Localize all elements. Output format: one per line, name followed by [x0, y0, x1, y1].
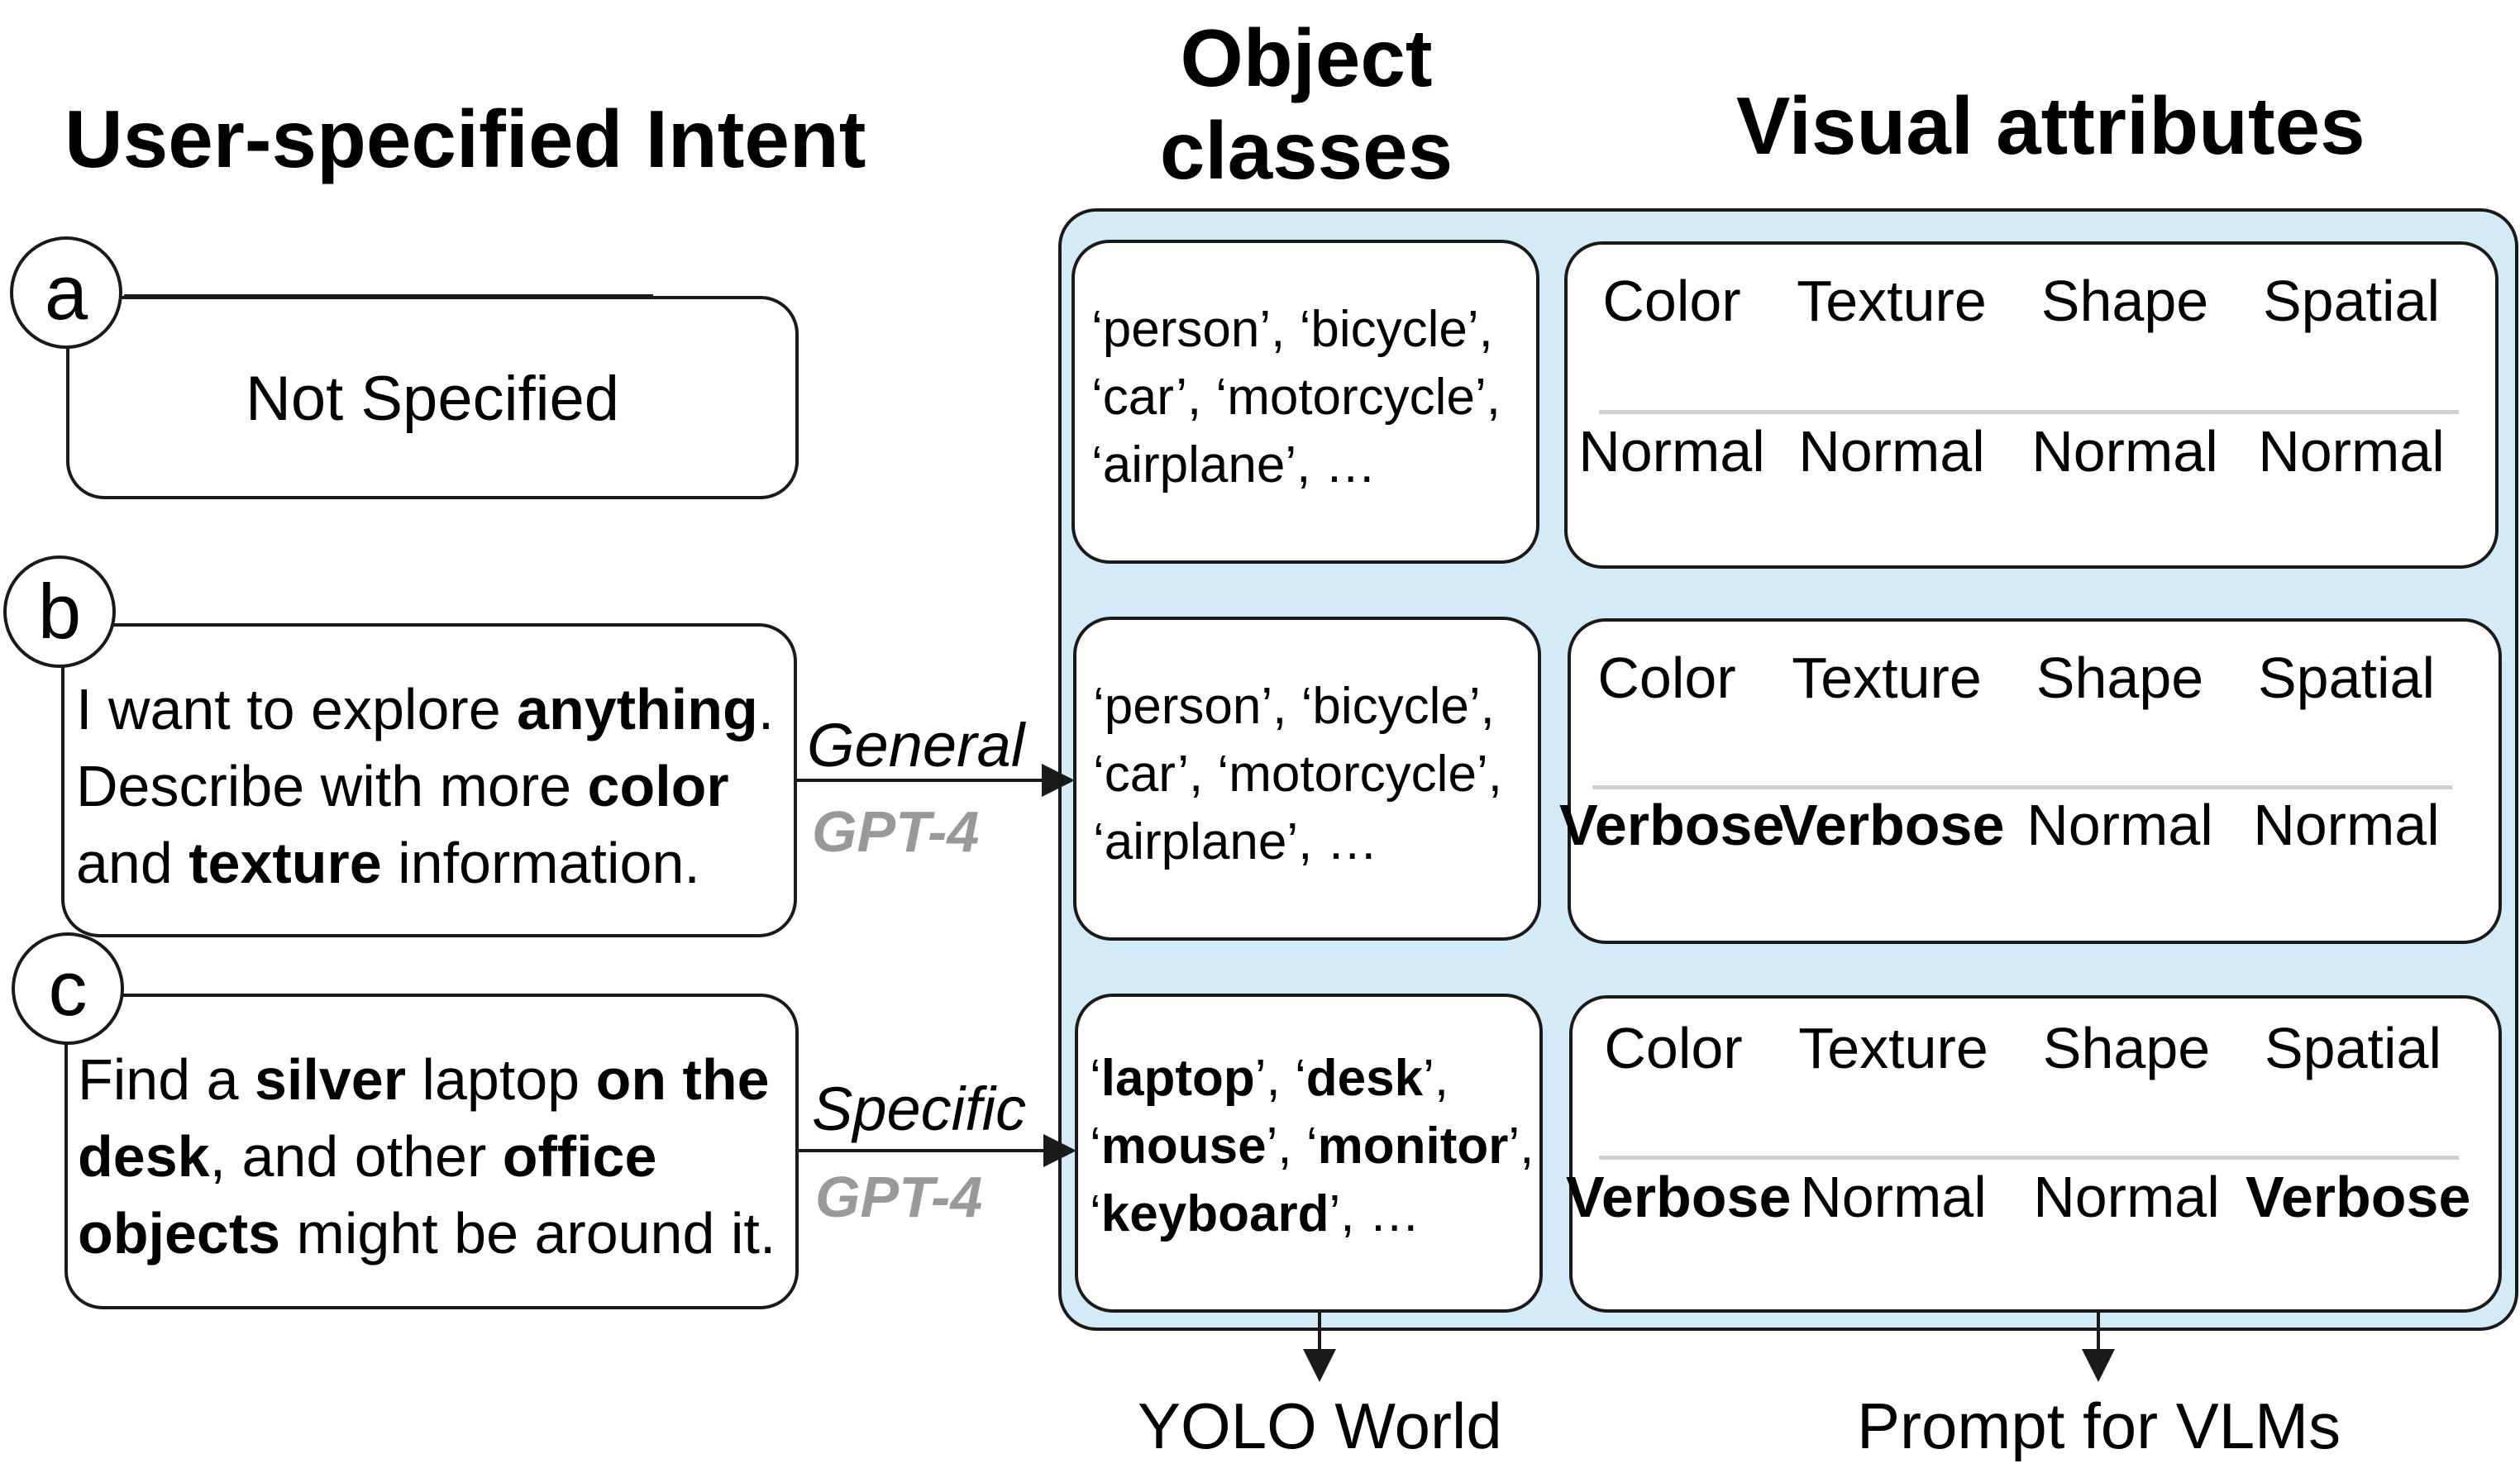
attribute-level-spatial: Normal: [2253, 793, 2440, 857]
attributes-divider-a: [1599, 410, 2459, 414]
intent-box-b: [61, 623, 797, 937]
attribute-name-texture: Texture: [1792, 646, 1982, 710]
attribute-name-shape: Shape: [2042, 1016, 2211, 1080]
intent-line: desk, and other office: [78, 1124, 657, 1189]
attribute-name-spatial: Spatial: [2262, 269, 2441, 333]
attribute-name-texture: Texture: [1798, 1016, 1988, 1080]
case-label-b: b: [3, 555, 116, 668]
classes-box-a: [1071, 240, 1539, 564]
heading-object-classes-line1: Object: [1180, 12, 1433, 103]
classes-text-c: ‘laptop’, ‘desk’, ‘mouse’, ‘monitor’, ‘k…: [1090, 1045, 1534, 1248]
attribute-level-spatial: Normal: [2258, 419, 2445, 484]
arrow-label-general: General: [807, 711, 1025, 779]
intent-line: Find a silver laptop on the: [78, 1047, 770, 1112]
attribute-name-spatial: Spatial: [2264, 1016, 2442, 1080]
classes-line: ‘laptop’, ‘desk’,: [1090, 1050, 1449, 1107]
classes-text-b: ‘person’, ‘bicycle’, ‘car’, ‘motorcycle’…: [1093, 673, 1502, 876]
output-yolo-world: YOLO World: [1138, 1390, 1502, 1462]
attribute-name-texture: Texture: [1797, 269, 1987, 333]
intent-line: objects might be around it.: [78, 1201, 776, 1266]
attribute-name-shape: Shape: [2036, 646, 2204, 710]
attribute-level-shape: Normal: [2026, 793, 2213, 857]
intent-text-b: I want to explore anything. Describe wit…: [76, 671, 774, 902]
attribute-name-color: Color: [1604, 1016, 1743, 1080]
attribute-level-spatial: Verbose: [2246, 1165, 2471, 1229]
attribute-level-texture: Normal: [1798, 419, 1985, 484]
intent-box-c: [64, 994, 799, 1309]
intent-line: Describe with more color: [76, 754, 729, 818]
arrow-label-specific: Specific: [812, 1075, 1027, 1143]
heading-visual-attributes: Visual attributes: [1736, 80, 2365, 171]
attribute-level-shape: Normal: [2031, 419, 2218, 484]
classes-box-b: [1073, 617, 1541, 941]
heading-intent: User-specified Intent: [64, 93, 866, 184]
attribute-level-texture: Normal: [1800, 1165, 1987, 1229]
attribute-level-shape: Normal: [2033, 1165, 2220, 1229]
attribute-level-color: Verbose: [1566, 1165, 1792, 1229]
classes-line: ‘car’, ‘motorcycle’,: [1091, 369, 1501, 426]
attributes-divider-b: [1592, 785, 2452, 789]
attribute-name-color: Color: [1602, 269, 1741, 333]
attribute-name-color: Color: [1597, 646, 1736, 710]
attributes-box-a: [1564, 241, 2499, 569]
arrow-model-b: GPT-4: [812, 799, 980, 864]
attribute-name-spatial: Spatial: [2257, 646, 2436, 710]
attribute-level-texture: Verbose: [1779, 793, 2005, 857]
arrow-model-c: GPT-4: [815, 1165, 983, 1229]
intent-text-a: Not Specified: [245, 364, 620, 434]
attributes-divider-c: [1599, 1156, 2459, 1160]
classes-line: ‘airplane’, …: [1091, 436, 1377, 493]
classes-line: ‘person’, ‘bicycle’,: [1091, 301, 1493, 358]
intent-line: and texture information.: [76, 831, 700, 895]
classes-text-a: ‘person’, ‘bicycle’, ‘car’, ‘motorcycle’…: [1091, 296, 1501, 499]
attribute-level-color: Normal: [1578, 419, 1765, 484]
intent-line: I want to explore anything.: [76, 677, 775, 741]
classes-line: ‘mouse’, ‘monitor’,: [1090, 1118, 1534, 1175]
attributes-box-c: [1569, 995, 2502, 1313]
output-prompt-for-vlms: Prompt for VLMs: [1857, 1390, 2341, 1462]
heading-object-classes-line2: classes: [1159, 105, 1453, 196]
classes-box-c: [1075, 994, 1543, 1313]
classes-line: ‘car’, ‘motorcycle’,: [1093, 746, 1502, 803]
intent-text-c: Find a silver laptop on the desk, and ot…: [78, 1042, 776, 1272]
case-label-c: c: [12, 932, 124, 1045]
classes-line: ‘person’, ‘bicycle’,: [1093, 678, 1495, 735]
classes-line: ‘airplane’, …: [1093, 813, 1378, 870]
attribute-name-shape: Shape: [2040, 269, 2209, 333]
case-label-a: a: [10, 236, 122, 349]
attributes-box-b: [1568, 618, 2502, 944]
intent-box-a: [66, 296, 799, 499]
classes-line: ‘keyboard’, …: [1090, 1185, 1420, 1242]
heading-object-classes: Object classes: [1141, 12, 1472, 197]
attribute-level-color: Verbose: [1559, 793, 1785, 857]
